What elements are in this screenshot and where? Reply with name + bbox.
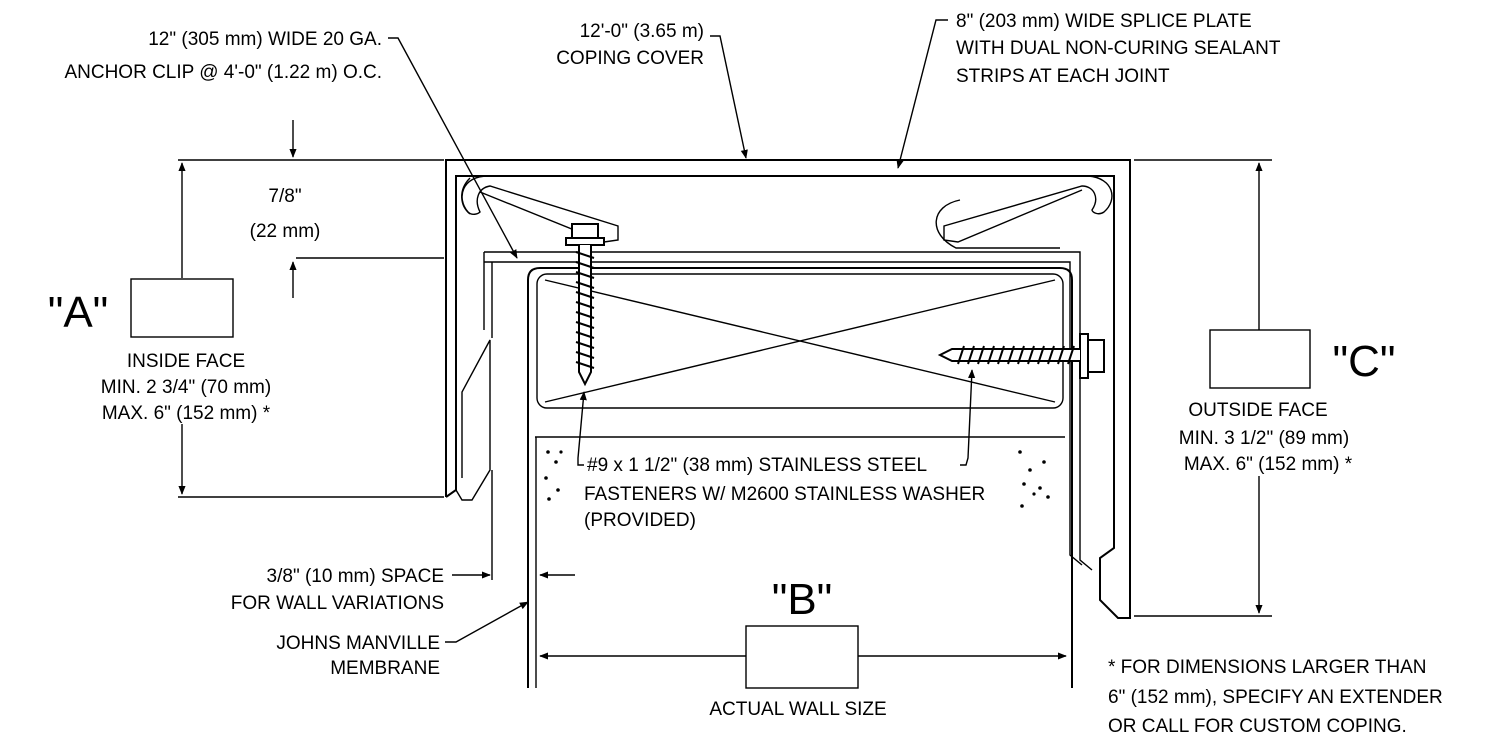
fastener-label-line2: FASTENERS W/ M2600 STAINLESS WASHER <box>584 484 985 505</box>
inside-face-max: MAX. 6" (152 mm) * <box>102 403 271 424</box>
fastener-vertical <box>565 223 605 387</box>
nailer-cross-2 <box>544 279 1056 403</box>
footnote-line2: 6" (152 mm), SPECIFY AN EXTENDER <box>1108 687 1443 708</box>
splice-leader <box>896 19 948 169</box>
coping-cover <box>445 159 1131 619</box>
gap-label-line2: (22 mm) <box>250 221 321 242</box>
inside-face-min: MIN. 2 3/4" (70 mm) <box>101 377 271 398</box>
fastener-leader-left <box>577 391 587 466</box>
outside-face-max: MAX. 6" (152 mm) * <box>1184 454 1353 475</box>
membrane-leader <box>445 601 529 643</box>
dim-b-label: "B" <box>772 575 833 624</box>
fastener-horizontal <box>937 333 1105 379</box>
coping-cover-label-line2: COPING COVER <box>556 48 704 69</box>
right-clip-slot-inner <box>935 199 1060 249</box>
dim-a-box <box>130 278 234 338</box>
anchor-clip-label-line2: ANCHOR CLIP @ 4'-0" (1.22 m) O.C. <box>64 62 382 83</box>
coping-cover-leader <box>710 35 748 159</box>
outside-face-min: MIN. 3 1/2" (89 mm) <box>1179 428 1349 449</box>
gap-label-line1: 7/8" <box>268 186 301 207</box>
splice-plate-label-line3: STRIPS AT EACH JOINT <box>956 66 1170 87</box>
anchor-clip <box>455 251 1093 571</box>
anchor-clip-label-line1: 12" (305 mm) WIDE 20 GA. <box>148 29 382 50</box>
coping-cover-label-line1: 12'-0" (3.65 m) <box>580 21 704 42</box>
membrane-label-line2: MEMBRANE <box>330 658 440 679</box>
actual-wall-size-label: ACTUAL WALL SIZE <box>709 699 886 720</box>
wood-nailer <box>536 273 1064 409</box>
right-clip-slot <box>943 175 1113 243</box>
space-label-line2: FOR WALL VARIATIONS <box>231 593 444 614</box>
membrane-label-line1: JOHNS MANVILLE <box>276 633 440 654</box>
splice-plate-label-line1: 8" (203 mm) WIDE SPLICE PLATE <box>956 11 1252 32</box>
inside-face-label: INSIDE FACE <box>127 351 245 372</box>
fastener-label-line1: #9 x 1 1/2" (38 mm) STAINLESS STEEL <box>587 455 927 476</box>
anchor-clip-leader <box>388 37 518 259</box>
dim-c-label: "C" <box>1332 337 1395 386</box>
footnote-line1: * FOR DIMENSIONS LARGER THAN <box>1108 657 1426 678</box>
dim-b-box <box>745 625 859 689</box>
dim-c-box <box>1209 329 1311 389</box>
splice-plate-label-line2: WITH DUAL NON-CURING SEALANT <box>956 38 1281 59</box>
space-label-line1: 3/8" (10 mm) SPACE <box>267 566 444 587</box>
left-clip-hook <box>461 177 471 215</box>
outside-face-label: OUTSIDE FACE <box>1188 400 1327 421</box>
fastener-label-line3: (PROVIDED) <box>584 510 696 531</box>
fastener-leader-right <box>960 369 976 466</box>
wall-speckle <box>544 450 1050 508</box>
dim-a-label: "A" <box>48 288 109 337</box>
wall <box>527 267 1073 688</box>
footnote-line3: OR CALL FOR CUSTOM COPING. <box>1108 716 1407 737</box>
